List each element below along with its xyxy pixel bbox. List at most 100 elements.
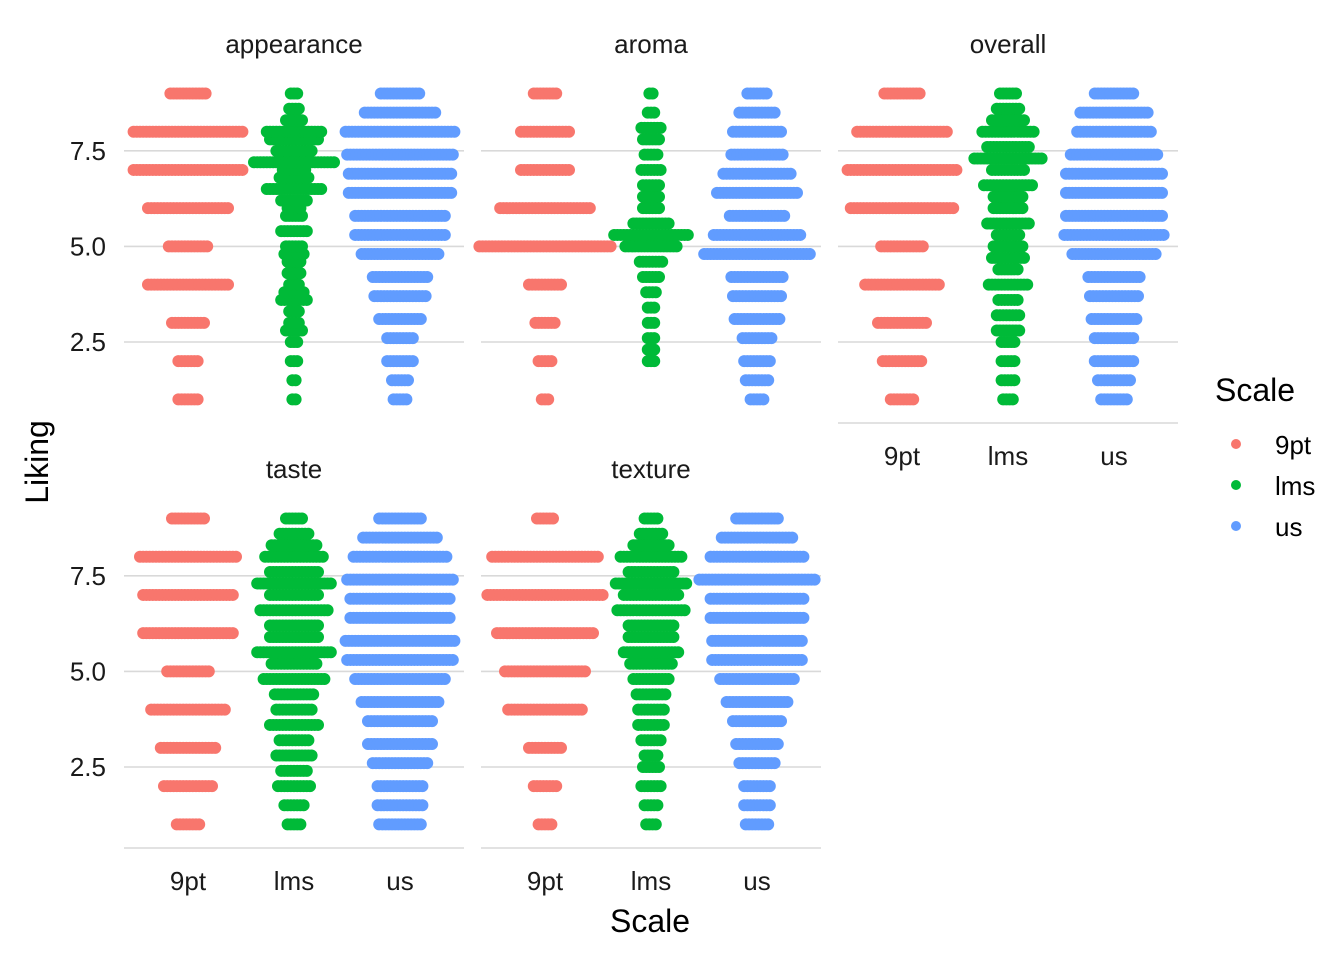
x-tick-label: lms [274, 866, 314, 896]
data-point [289, 393, 302, 406]
data-point [318, 673, 331, 686]
data-point [653, 133, 665, 146]
x-tick-label: us [1100, 441, 1127, 471]
data-point [781, 696, 794, 708]
data-point [1008, 355, 1021, 368]
data-point [305, 703, 318, 716]
data-point [786, 531, 799, 544]
data-point [648, 332, 661, 345]
data-point [297, 799, 310, 812]
data-point [300, 225, 313, 238]
data-point [302, 734, 315, 747]
data-point [1151, 148, 1164, 161]
data-point [672, 646, 685, 659]
series-lms [968, 87, 1048, 406]
data-point [446, 573, 459, 586]
data-point [1027, 125, 1040, 138]
data-point [787, 673, 800, 686]
data-point [1021, 278, 1034, 291]
data-point [448, 634, 461, 647]
series-us [339, 87, 461, 406]
series-9pt [127, 87, 249, 406]
series-9pt [481, 512, 609, 831]
data-point [648, 343, 661, 356]
legend-key [1231, 521, 1241, 531]
data-point [1156, 186, 1168, 199]
data-point [1156, 209, 1168, 222]
legend-item-lms: lms [1231, 471, 1315, 501]
data-point [206, 780, 218, 793]
legend-label: us [1275, 512, 1302, 542]
data-point [654, 780, 667, 793]
data-point [1127, 355, 1140, 368]
data-point [932, 278, 945, 291]
series-9pt [134, 512, 242, 831]
data-point [794, 228, 807, 241]
y-tick-label: 2.5 [70, 327, 106, 357]
data-point [771, 512, 784, 525]
data-point [324, 577, 337, 590]
data-point [651, 148, 664, 161]
x-tick-label: us [743, 866, 770, 896]
data-point [596, 588, 609, 601]
data-point [291, 87, 304, 100]
data-point [653, 190, 665, 203]
data-point [656, 527, 669, 540]
data-point [648, 316, 661, 329]
data-point [915, 355, 928, 368]
data-point [445, 186, 458, 199]
data-point [292, 278, 305, 291]
y-axis-title: Liking [19, 420, 55, 504]
data-point [426, 715, 438, 728]
data-point [563, 163, 575, 176]
data-point [315, 125, 328, 138]
data-point [429, 106, 442, 119]
data-point [414, 313, 427, 326]
data-point [907, 393, 920, 406]
data-point [545, 355, 558, 368]
data-point [1149, 248, 1162, 261]
data-point [1133, 271, 1146, 283]
data-point [296, 512, 308, 525]
data-point [776, 148, 789, 161]
data-point [1016, 202, 1029, 215]
data-point [296, 114, 308, 127]
data-point [438, 209, 451, 222]
data-point [1127, 332, 1140, 345]
data-point [784, 167, 797, 180]
data-point [803, 248, 816, 261]
data-point [1157, 228, 1170, 241]
data-point [1120, 393, 1133, 406]
data-point [795, 634, 808, 647]
data-point [775, 715, 787, 728]
data-point [547, 512, 559, 525]
data-point [604, 240, 617, 253]
data-point [920, 316, 932, 329]
data-point [414, 512, 427, 525]
data-point [446, 653, 459, 666]
panel-aroma: aroma [473, 29, 821, 406]
data-point [191, 355, 204, 368]
data-point [1018, 251, 1030, 264]
data-point [321, 604, 334, 617]
data-point [775, 290, 787, 303]
data-point [662, 217, 675, 230]
data-point [797, 550, 810, 563]
data-point [563, 125, 575, 138]
data-point [1144, 125, 1157, 138]
data-point [913, 87, 926, 100]
data-point [292, 102, 305, 115]
series-lms [248, 87, 340, 406]
data-point [1127, 87, 1140, 100]
data-point [1141, 106, 1154, 119]
panel-title: overall [970, 29, 1047, 59]
data-point [651, 512, 664, 525]
data-point [230, 550, 242, 563]
data-point [947, 202, 960, 215]
data-point [653, 179, 665, 192]
data-point [916, 240, 929, 253]
data-point [653, 271, 665, 283]
legend-key [1231, 480, 1241, 490]
data-point [1018, 114, 1030, 127]
